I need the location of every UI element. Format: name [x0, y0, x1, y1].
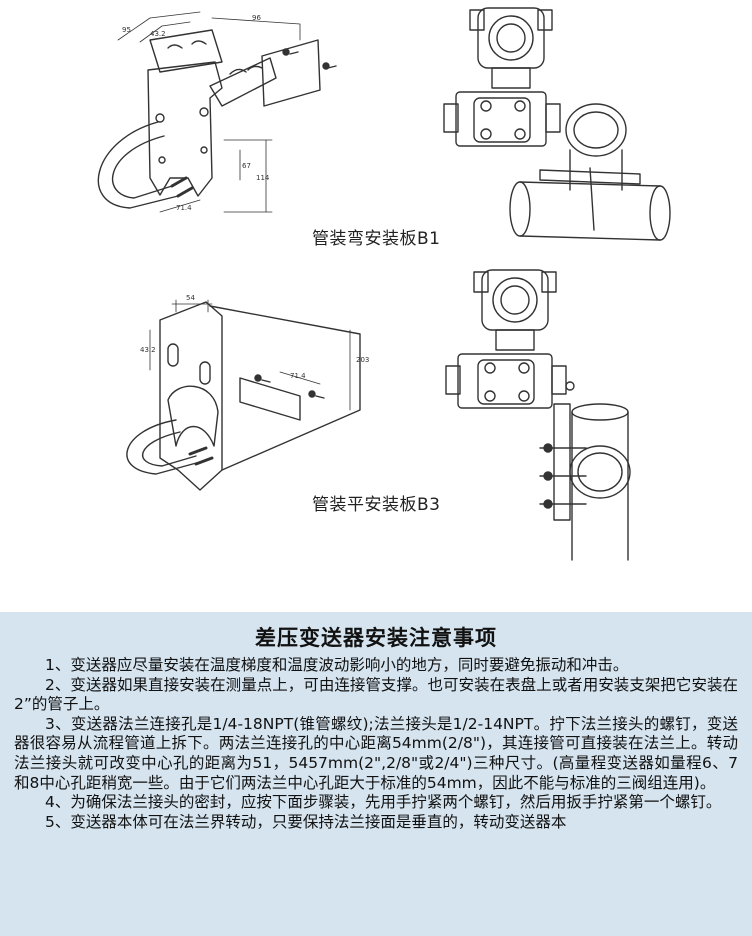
notes-title: 差压变送器安装注意事项 [255, 626, 497, 650]
note-item: 2、变送器如果直接安装在测量点上，可由连接管支撑。也可安装在表盘上或者用安装支架… [14, 675, 738, 714]
note-item: 4、为确保法兰接头的密封，应按下面步骤装，先用手拧紧两个螺钉，然后用扳手拧紧第一… [45, 793, 722, 812]
dim-67: 67 [242, 162, 251, 170]
dim-43-2: 43.2 [150, 30, 166, 38]
bent-bracket-drawing [97, 11, 337, 213]
bracket-line-drawings: 95 43.2 96 67 114 71.4 [97, 7, 671, 561]
dim-96: 96 [252, 14, 261, 22]
note-item: 5、变送器本体可在法兰界转动，只要保持法兰接面是垂直的，转动变送器本 [45, 812, 567, 831]
installation-drawings: 95 43.2 96 67 114 71.4 [97, 7, 671, 561]
dim-95: 95 [122, 26, 131, 34]
dim-71-4: 71.4 [176, 204, 192, 212]
dim-203: 203 [356, 356, 369, 364]
installation-notes-panel: 差压变送器安装注意事项 1、变送器应尽量安装在温度梯度和温度波动影响小的地方，同… [0, 612, 752, 936]
notes-body: 1、变送器应尽量安装在温度梯度和温度波动影响小的地方，同时要避免振动和冲击。 2… [14, 656, 738, 832]
note-item: 1、变送器应尽量安装在温度梯度和温度波动影响小的地方，同时要避免振动和冲击。 [45, 656, 629, 674]
dim-43-2-b: 43.2 [140, 346, 156, 354]
dim-114: 114 [256, 174, 270, 182]
note-item: 3、变送器法兰连接孔是1/4-18NPT(锥管螺纹);法兰接头是1/2-14NP… [14, 714, 738, 792]
flat-bracket-drawing [126, 299, 361, 491]
bottom-diagram-caption: 管装平安装板B3 [312, 495, 441, 515]
top-diagram-caption: 管装弯安装板B1 [312, 229, 441, 249]
dim-71-4-b: 71.4 [290, 372, 306, 380]
transmitter-horizontal-pipe-drawing [445, 269, 631, 561]
transmitter-vertical-pipe-drawing [443, 7, 671, 241]
dim-54: 54 [186, 294, 195, 302]
